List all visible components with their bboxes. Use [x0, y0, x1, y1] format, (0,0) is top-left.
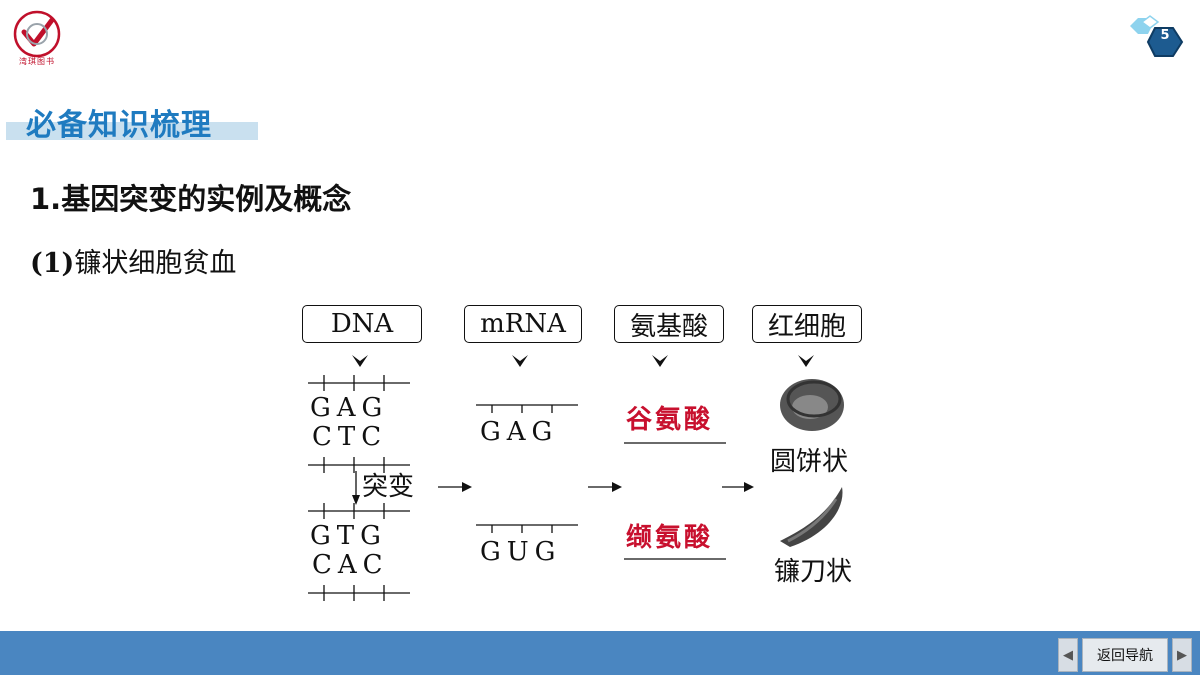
amino-top: 谷氨酸	[626, 405, 714, 435]
prev-arrow-icon[interactable]: ◀	[1058, 638, 1078, 672]
heading-number: (1)	[30, 248, 75, 279]
cell-shape-bottom: 镰刀状	[774, 557, 853, 587]
sickle-cell-icon	[780, 487, 843, 547]
dna-top-strand1: GAG	[310, 393, 389, 423]
down-chevrons	[352, 355, 814, 367]
dna-bottom-strand2: CAC	[312, 550, 389, 580]
logo-caption: 湾琪图书	[19, 57, 55, 66]
dna-bottom-strand1: GTG	[310, 521, 387, 551]
section-title-underlay	[6, 122, 258, 140]
box-amino-acid: 氨基酸	[614, 305, 724, 343]
section-title: 必备知识梳理	[26, 108, 212, 143]
amino-bottom: 缬氨酸	[626, 523, 714, 553]
diagram-lines	[308, 355, 844, 601]
box-red-cell: 红细胞	[752, 305, 862, 343]
dna-top-strand2: CTC	[312, 422, 388, 452]
next-arrow-icon[interactable]: ▶	[1172, 638, 1192, 672]
mutation-label: 突变	[362, 472, 415, 502]
box-dna: DNA	[302, 305, 422, 343]
footer-bar	[0, 631, 1200, 675]
publisher-logo	[13, 10, 61, 58]
page-number-badge-icon	[1130, 15, 1184, 57]
page-number: 5	[1160, 28, 1170, 43]
mrna-top: GAG	[480, 417, 559, 447]
mrna-bottom: GUG	[480, 537, 562, 567]
sickle-cell-diagram: DNA mRNA 氨基酸 红细胞	[290, 295, 910, 605]
box-mrna: mRNA	[464, 305, 582, 343]
heading-text: 镰状细胞贫血	[74, 248, 237, 279]
heading-sickle-cell: (1)镰状细胞贫血	[30, 241, 236, 280]
heading-gene-mutation: 1.基因突变的实例及概念	[30, 182, 352, 216]
back-to-nav-button[interactable]: 返回导航	[1082, 638, 1168, 672]
cell-shape-top: 圆饼状	[770, 447, 849, 477]
red-blood-cell-disc-icon	[780, 379, 844, 431]
